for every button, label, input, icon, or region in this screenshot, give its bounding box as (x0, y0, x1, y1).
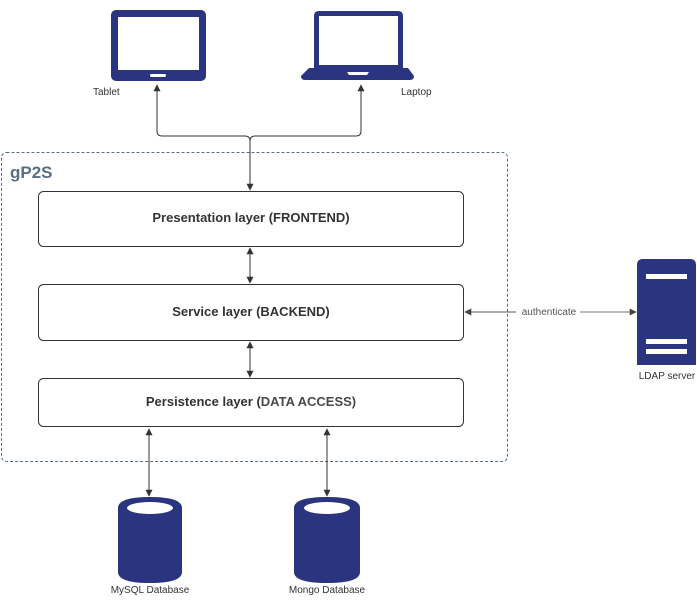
authenticate-label: authenticate (522, 307, 577, 318)
mongo-label: Mongo Database (289, 585, 366, 596)
edge-tablet (153, 84, 251, 142)
edge-laptop (249, 84, 365, 142)
container-border (1, 152, 508, 462)
layer-service[interactable]: Service layer (BACKEND) (38, 284, 464, 341)
database-icon (294, 497, 360, 583)
laptop-label: Laptop (401, 87, 432, 98)
service-label: Service layer (BACKEND) (172, 304, 330, 319)
client-tablet[interactable]: Tablet (93, 10, 206, 98)
layer-persistence[interactable]: Persistence layer (DATA ACCESS) (38, 378, 464, 427)
layer-presentation[interactable]: Presentation layer (FRONTEND) (38, 191, 464, 247)
presentation-label: Presentation layer (FRONTEND) (152, 210, 349, 225)
persistence-label: Persistence layer (DATA ACCESS) (146, 394, 356, 409)
external-ldap[interactable]: LDAP server (637, 259, 696, 382)
tablet-label: Tablet (93, 87, 120, 98)
mysql-label: MySQL Database (111, 585, 190, 596)
ldap-label: LDAP server (639, 371, 696, 382)
database-mysql[interactable]: MySQL Database (111, 497, 190, 596)
edge-service-ldap: authenticate (464, 307, 637, 318)
laptop-icon (301, 11, 414, 80)
database-icon (118, 497, 182, 583)
tablet-icon (111, 10, 206, 81)
persistence-label-main: Persistence layer ( (146, 394, 262, 409)
container-title: gP2S (10, 163, 53, 182)
gp2s-container: gP2S (1, 152, 508, 462)
server-icon (637, 259, 696, 365)
client-laptop[interactable]: Laptop (301, 11, 432, 98)
edge-clients-to-presentation (153, 84, 365, 191)
database-mongo[interactable]: Mongo Database (289, 497, 366, 596)
persistence-label-suffix: DATA ACCESS) (261, 394, 356, 409)
